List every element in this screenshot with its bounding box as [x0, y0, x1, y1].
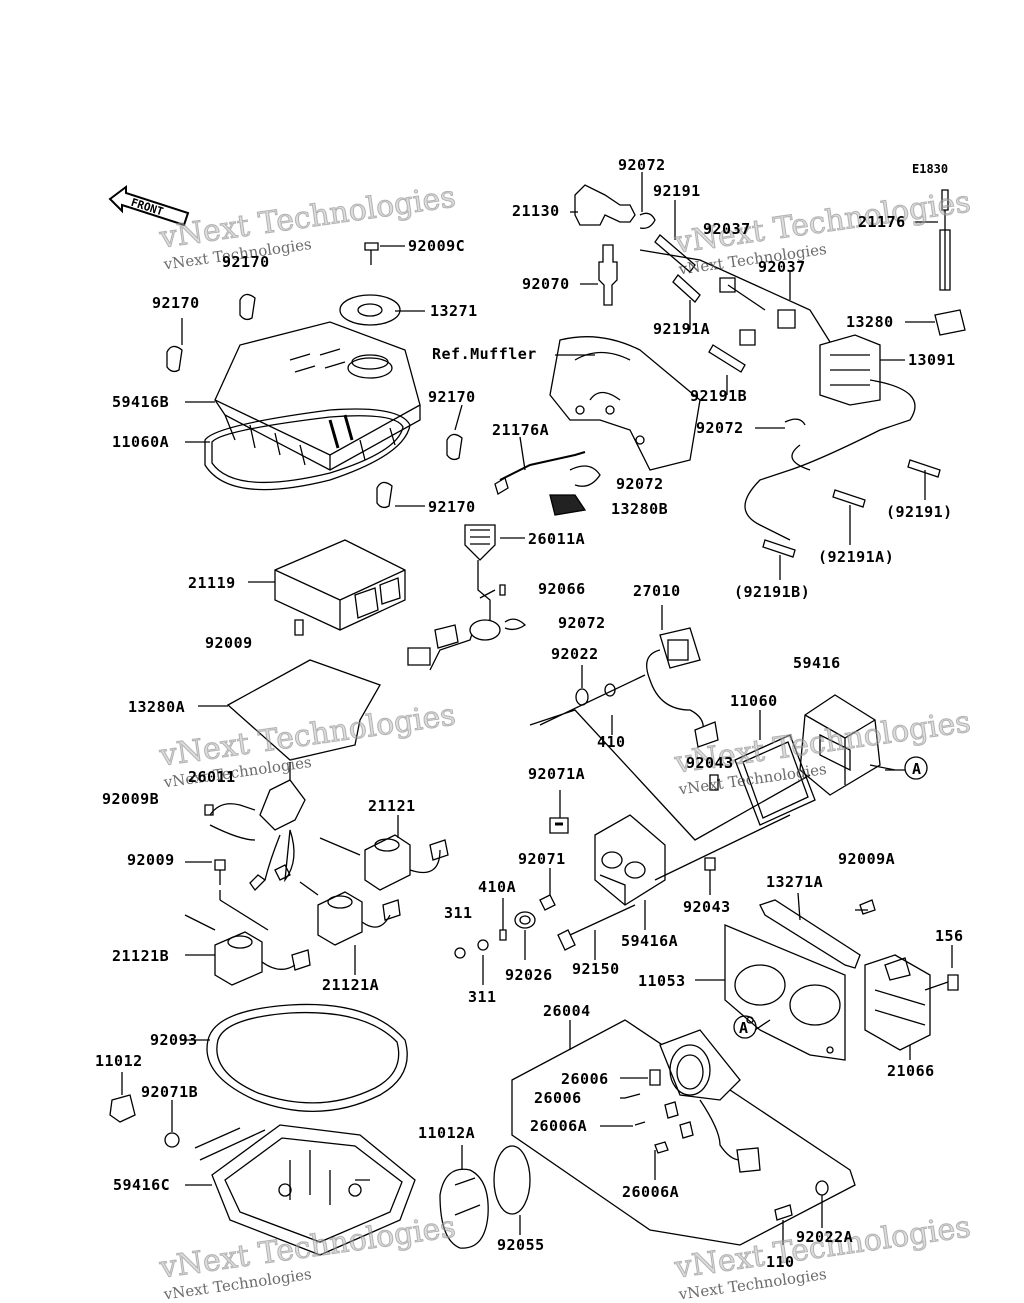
part-label: 92170	[152, 294, 200, 312]
muffler-ref	[549, 336, 701, 471]
part-label: 410	[597, 733, 626, 751]
spark-plug-92070	[598, 244, 618, 306]
part-label: 13271A	[766, 873, 824, 891]
part-label: 21176A	[492, 421, 550, 439]
part-label: 59416	[793, 654, 841, 672]
part-label: 92191B	[690, 387, 748, 405]
part-label: 110	[766, 1253, 795, 1271]
part-label: 21130	[512, 202, 560, 220]
part-label: 11012A	[418, 1124, 476, 1142]
part-label: 92150	[572, 960, 620, 978]
cover-59416b	[214, 321, 421, 471]
switch-27010	[659, 627, 701, 669]
part-label: 92071B	[141, 1083, 199, 1101]
part-label: 92009A	[838, 850, 896, 868]
part-label: 92022	[551, 645, 599, 663]
part-label: 26011	[188, 768, 236, 786]
coil-21121	[364, 834, 411, 891]
part-label: 311	[468, 988, 497, 1006]
part-label: 11060	[730, 692, 778, 710]
part-label: 92043	[683, 898, 731, 916]
meter-26004	[659, 1029, 741, 1101]
part-label: A	[912, 760, 922, 778]
part-label: 26006A	[622, 1183, 680, 1201]
part-label: 92072	[696, 419, 744, 437]
part-label: 13280B	[611, 500, 669, 518]
case-59416a	[594, 814, 666, 906]
part-label: (92191A)	[818, 548, 895, 566]
part-label: 11012	[95, 1052, 143, 1070]
part-label: 92043	[686, 754, 734, 772]
coil-21121a	[317, 891, 363, 946]
part-label: 26006	[534, 1089, 582, 1107]
part-label: 92191	[653, 182, 701, 200]
part-label: 92072	[616, 475, 664, 493]
part-label: 92009	[127, 851, 175, 869]
part-label: 92009	[205, 634, 253, 652]
part-label: 59416C	[113, 1176, 171, 1194]
part-label: 59416A	[621, 932, 679, 950]
part-label: 92170	[428, 498, 476, 516]
part-label: Ref.Muffler	[432, 345, 537, 363]
part-label: 92093	[150, 1031, 198, 1049]
part-label: 311	[444, 904, 473, 922]
part-label: (92191)	[886, 503, 953, 521]
part-label: 92071A	[528, 765, 586, 783]
plug-cap-21130	[574, 184, 636, 226]
part-label: 92009B	[102, 790, 160, 808]
part-label: 59416B	[112, 393, 170, 411]
part-label: 11053	[638, 972, 686, 990]
gasket-92093	[206, 1003, 408, 1112]
part-label: 92170	[428, 388, 476, 406]
gasket-11060	[734, 734, 816, 826]
part-label: 92072	[558, 614, 606, 632]
part-label: 92170	[222, 253, 270, 271]
part-label: 92037	[758, 258, 806, 276]
gasket-11060a	[204, 408, 411, 491]
pad-13280a	[226, 659, 381, 761]
part-label: 21121A	[322, 976, 380, 994]
regulator-21066	[864, 954, 931, 1051]
part-label: 92022A	[796, 1228, 854, 1246]
diagram-code: E1830	[912, 162, 949, 176]
part-label: (92191B)	[734, 583, 811, 601]
part-label: 92037	[703, 220, 751, 238]
cdi-21119	[274, 539, 406, 631]
bracket-13271a	[759, 899, 861, 969]
part-label: 26006A	[530, 1117, 588, 1135]
part-label: 92066	[538, 580, 586, 598]
case-59416c	[211, 1124, 416, 1256]
part-label: 13271	[430, 302, 478, 320]
part-label: 92071	[518, 850, 566, 868]
part-label: 92009C	[408, 237, 466, 255]
part-label: 92026	[505, 966, 553, 984]
cap-11012a	[439, 1168, 489, 1249]
part-label: A	[739, 1019, 749, 1037]
part-label: 26011A	[528, 530, 586, 548]
part-label: 13091	[908, 351, 956, 369]
plate-11053	[724, 924, 846, 1061]
oring-92055	[493, 1145, 531, 1215]
part-label: 92191A	[653, 320, 711, 338]
part-label: 21176	[858, 213, 906, 231]
part-label: 21066	[887, 1062, 935, 1080]
part-label: 21121	[368, 797, 416, 815]
part-label: 26006	[561, 1070, 609, 1088]
part-label: 11060A	[112, 433, 170, 451]
part-label: 92070	[522, 275, 570, 293]
coil-21121b	[214, 931, 263, 986]
part-label: 27010	[633, 582, 681, 600]
part-13271	[339, 294, 401, 326]
front-arrow-icon: FRONT	[108, 185, 190, 227]
part-label: 13280	[846, 313, 894, 331]
part-label: 13280A	[128, 698, 186, 716]
part-label: 156	[935, 927, 964, 945]
part-label: 92055	[497, 1236, 545, 1254]
part-label: 26004	[543, 1002, 591, 1020]
part-label: 21119	[188, 574, 236, 592]
part-label: 21121B	[112, 947, 170, 965]
part-label: 92072	[618, 156, 666, 174]
part-label: 410A	[478, 878, 517, 896]
